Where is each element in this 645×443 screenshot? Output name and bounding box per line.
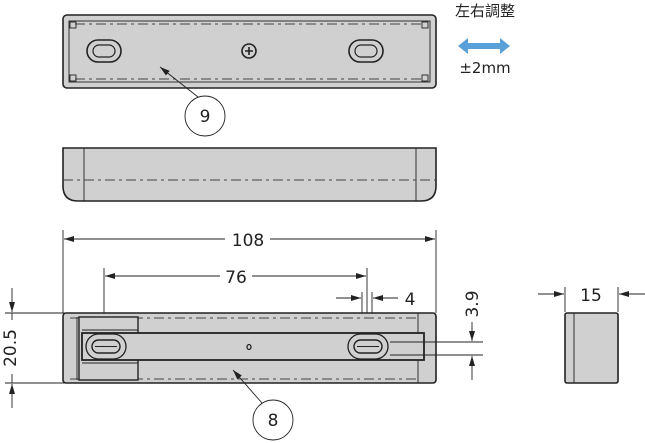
dim-label: 3.9 [463,290,483,317]
top-view [62,14,437,89]
side-view [62,147,437,202]
balloon-9: 9 [159,66,226,137]
dim-label: 108 [232,231,264,251]
adjustment-annotation: 左右調整 ±2mm [455,2,515,77]
dim-label: 76 [225,268,247,288]
adjustment-range: ±2mm [459,59,510,77]
hole-icon [246,343,252,351]
balloon-label: 8 [268,411,279,431]
dim-3-9: 3.9 [390,290,483,380]
bottom-view [62,312,437,384]
dim-label: 15 [580,286,602,306]
dim-20-5: 20.5 [1,288,70,408]
screw-icon [241,43,257,59]
slot-right [347,333,389,360]
dim-label: 4 [405,290,416,310]
slot-right [348,39,384,63]
dim-label: 20.5 [1,329,21,367]
adjustment-title: 左右調整 [455,2,515,20]
balloon-label: 9 [200,107,211,127]
slot-left [85,333,127,360]
double-arrow-icon [458,38,510,54]
dim-108: 108 [62,230,437,313]
slot-left [86,39,122,63]
balloon-8: 8 [232,369,294,441]
end-view: 15 [538,286,645,384]
